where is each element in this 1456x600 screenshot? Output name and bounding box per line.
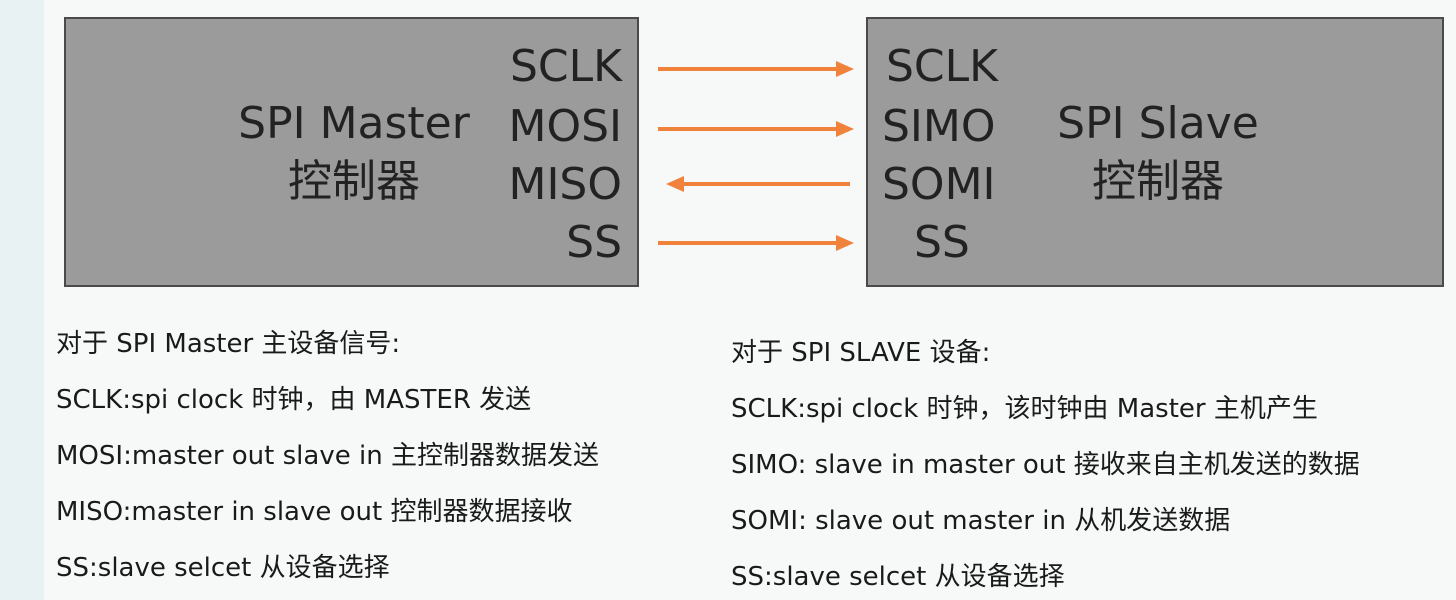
arrow-miso xyxy=(666,176,850,192)
slave-subtitle: 控制器 xyxy=(1092,156,1224,207)
arrow-mosi xyxy=(658,121,854,137)
master-note-ss: SS:slave selcet 从设备选择 xyxy=(56,553,390,583)
signal-arrows xyxy=(658,61,854,251)
master-signal-sclk: SCLK xyxy=(509,41,622,92)
arrow-sclk xyxy=(658,61,854,77)
master-note-sclk: SCLK:spi clock 时钟，由 MASTER 发送 xyxy=(56,385,532,415)
left-margin-strip xyxy=(0,0,44,600)
slave-signal-simo: SIMO xyxy=(882,101,996,152)
master-note-mosi: MOSI:master out slave in 主控制器数据发送 xyxy=(56,441,599,471)
slave-signal-somi: SOMI xyxy=(882,159,996,210)
slave-signal-sclk: SCLK xyxy=(886,41,999,92)
spi-slave-box xyxy=(866,17,1444,287)
master-signal-miso: MISO xyxy=(508,159,622,210)
slave-note-ss: SS:slave selcet 从设备选择 xyxy=(731,562,1065,592)
slave-notes-heading: 对于 SPI SLAVE 设备: xyxy=(731,338,991,368)
master-signal-mosi: MOSI xyxy=(508,101,622,152)
arrow-ss xyxy=(658,235,854,251)
slave-note-simo: SIMO: slave in master out 接收来自主机发送的数据 xyxy=(731,450,1360,480)
master-note-miso: MISO:master in slave out 控制器数据接收 xyxy=(56,497,573,527)
slave-note-sclk: SCLK:spi clock 时钟，该时钟由 Master 主机产生 xyxy=(731,394,1318,424)
master-notes-heading: 对于 SPI Master 主设备信号: xyxy=(56,329,401,359)
slave-title: SPI Slave xyxy=(1057,98,1259,149)
master-title: SPI Master xyxy=(238,98,470,149)
slave-note-somi: SOMI: slave out master in 从机发送数据 xyxy=(731,506,1231,536)
master-signal-ss: SS xyxy=(566,217,622,268)
spi-master-box xyxy=(64,17,639,287)
master-subtitle: 控制器 xyxy=(288,156,420,207)
slave-signal-ss: SS xyxy=(914,217,970,268)
